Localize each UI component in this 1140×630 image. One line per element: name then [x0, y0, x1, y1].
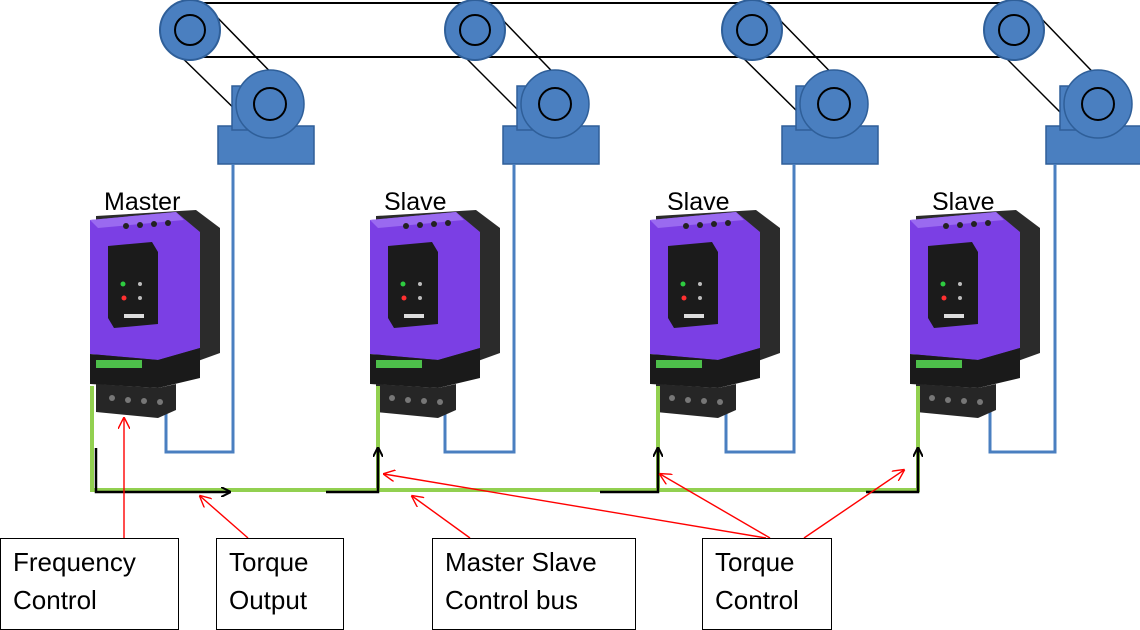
drive-slave [370, 210, 500, 418]
callout-torque-output: Torque Output [216, 538, 344, 630]
callout-line: Control [715, 585, 799, 615]
motor-icon [781, 69, 879, 165]
callout-master-slave-bus: Master Slave Control bus [432, 538, 636, 630]
motor-belts [165, 11, 1111, 123]
motor-cables [164, 164, 1057, 454]
conveyor-belt [190, 2, 1012, 58]
callout-line: Control [13, 585, 97, 615]
drive-master [90, 210, 220, 418]
drive-slave [650, 210, 780, 418]
callout-torque-control: Torque Control [702, 538, 832, 630]
callout-line: Torque [715, 547, 795, 577]
drive-label-slave: Slave [932, 188, 995, 216]
motor-icon [1045, 69, 1140, 165]
drive-label-slave: Slave [384, 188, 447, 216]
callout-line: Control bus [445, 585, 578, 615]
pulley-icon [983, 0, 1045, 61]
annotation-arrows [124, 418, 904, 539]
pulley-icon [444, 0, 506, 61]
callout-line: Torque [229, 547, 309, 577]
torque-signal [94, 448, 918, 492]
callout-frequency-control: Frequency Control [0, 538, 179, 630]
pulley-icon [159, 0, 221, 61]
motor-icon [502, 69, 600, 165]
pulley-icon [721, 0, 783, 61]
drive-slave [910, 210, 1040, 418]
callout-line: Output [229, 585, 308, 615]
callout-line: Frequency [13, 547, 136, 577]
callout-line: Master Slave [445, 547, 597, 577]
motor-icon [217, 69, 315, 165]
drive-label-master: Master [104, 188, 181, 216]
drive-label-slave: Slave [667, 188, 730, 216]
